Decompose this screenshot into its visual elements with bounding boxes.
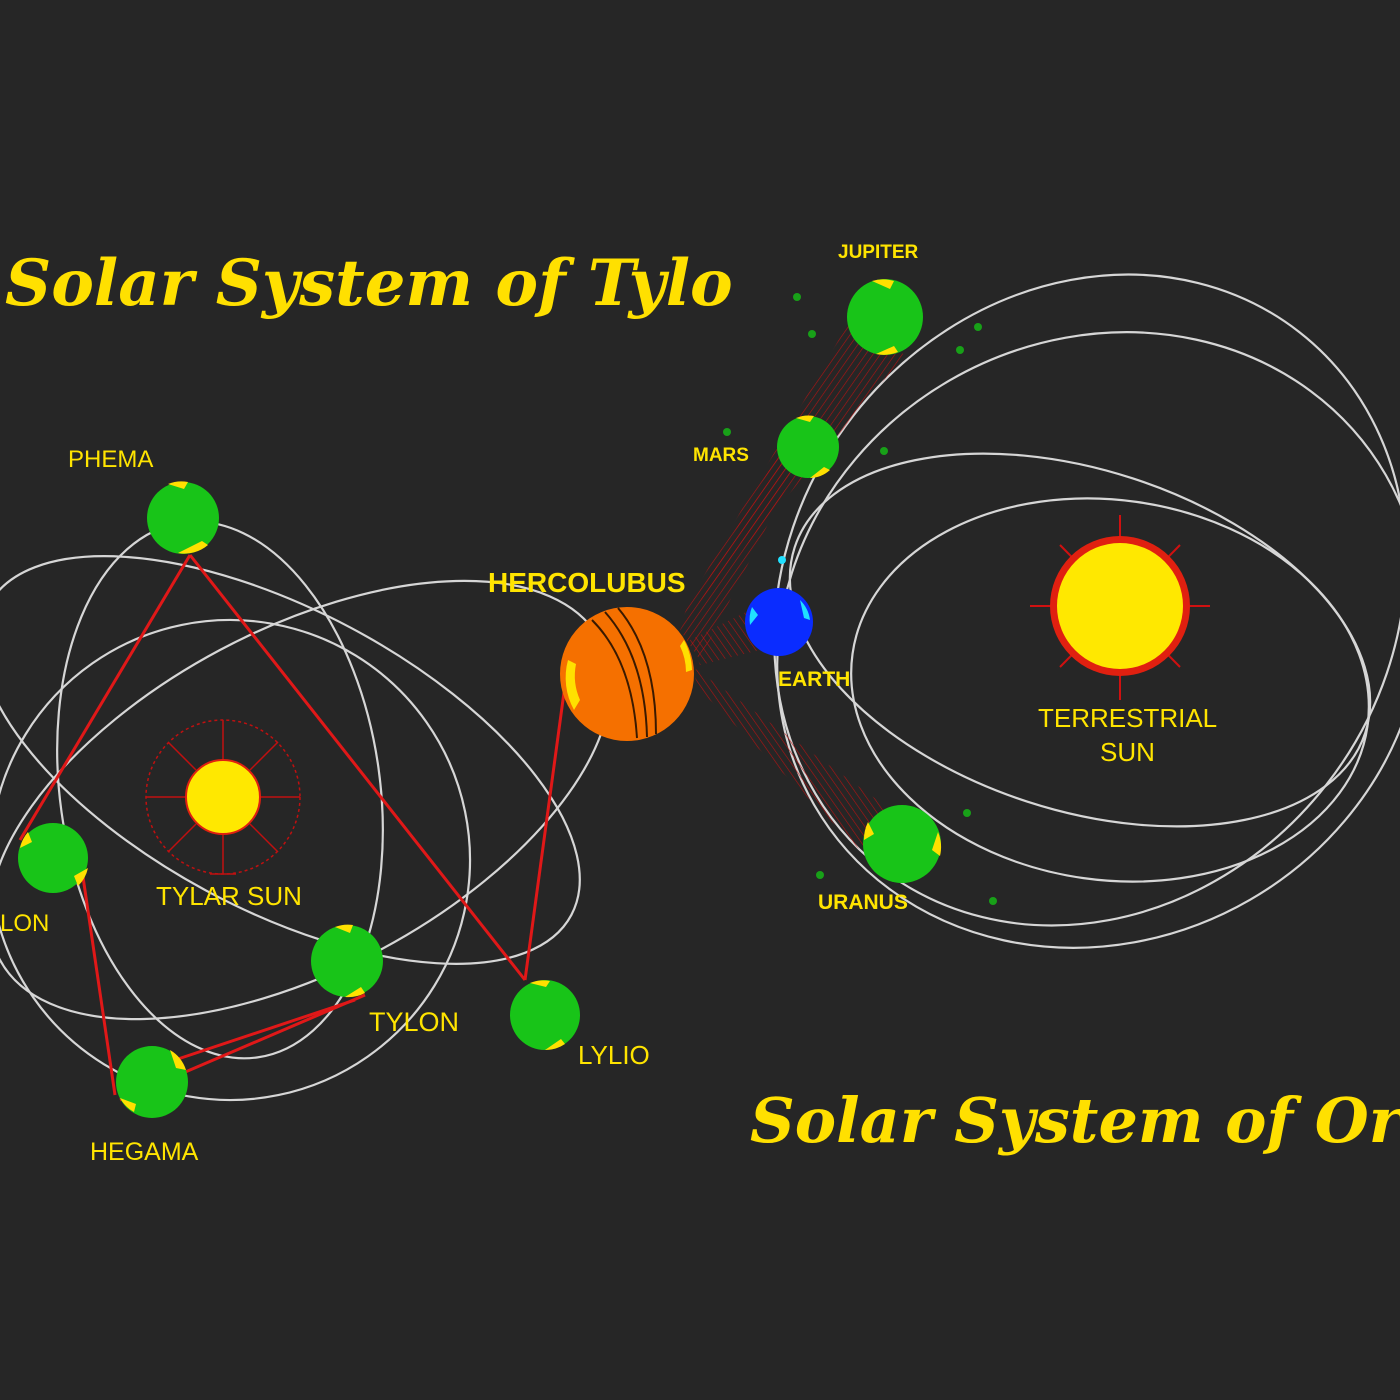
link-lylio-hercolubus — [523, 684, 567, 981]
label-lylio: LYLIO — [578, 1040, 650, 1070]
moon-dot — [989, 897, 997, 905]
link-hegama-tylon — [174, 998, 356, 1062]
label-mars: MARS — [693, 445, 749, 466]
label-uranus: URANUS — [818, 891, 908, 914]
ors-orbit-4 — [776, 331, 1400, 949]
tylo-orbit-2 — [0, 555, 581, 965]
moon-dot — [956, 346, 964, 354]
moon-dot — [963, 809, 971, 817]
planet-tylon — [311, 924, 383, 998]
beam-to-mars — [680, 450, 795, 660]
tylar-sun-rays — [146, 720, 300, 875]
ors-orbit-3 — [850, 497, 1370, 883]
moon-dot — [974, 323, 982, 331]
tylo-links — [18, 554, 567, 1102]
tylar-sun — [145, 719, 301, 875]
beam-to-earth — [690, 610, 760, 665]
label-tylon: TYLON — [369, 1007, 459, 1037]
planet-lylio — [510, 980, 580, 1051]
planet-hegama — [116, 1046, 188, 1118]
moon-dot — [793, 293, 801, 301]
moon-dot-cyan — [778, 556, 786, 564]
label-terrestrial-sun-line2: SUN — [1100, 737, 1155, 767]
label-lon: LON — [0, 910, 49, 937]
tylo-orbit-4 — [0, 618, 472, 1102]
planet-uranus — [863, 805, 942, 883]
terrestrial-sun — [1030, 515, 1210, 700]
link-lon-phema — [18, 554, 192, 841]
terrestrial-sun-core — [1057, 543, 1183, 669]
link-phema-lylio — [188, 554, 527, 981]
planet-jupiter — [847, 279, 923, 355]
beam-to-uranus — [690, 665, 905, 860]
label-hercolubus: HERCOLUBUS — [488, 567, 686, 598]
planet-lon — [18, 823, 88, 893]
planet-mars — [777, 415, 839, 478]
moon-dot — [808, 330, 816, 338]
planet-phema — [147, 481, 219, 554]
title-tylo: Solar System of Tylo — [5, 246, 733, 321]
label-terrestrial-sun-line1: TERRESTRIAL — [1038, 703, 1217, 733]
label-tylar-sun: TYLAR SUN — [156, 881, 302, 911]
planet-earth — [745, 588, 813, 656]
moon-dot — [816, 871, 824, 879]
hercolubus-beams — [680, 320, 905, 860]
label-earth: EARTH — [778, 668, 850, 691]
moon-dot — [880, 447, 888, 455]
label-phema: PHEMA — [68, 446, 153, 473]
moon-dot — [723, 428, 731, 436]
moons — [723, 293, 997, 905]
link-lon-hegama — [80, 869, 117, 1096]
label-jupiter: JUPITER — [838, 242, 919, 263]
label-hegama: HEGAMA — [90, 1138, 199, 1166]
tylar-sun-core — [185, 759, 261, 835]
planet-hercolubus — [560, 607, 694, 741]
title-ors: Solar System of Ors — [750, 1084, 1400, 1157]
